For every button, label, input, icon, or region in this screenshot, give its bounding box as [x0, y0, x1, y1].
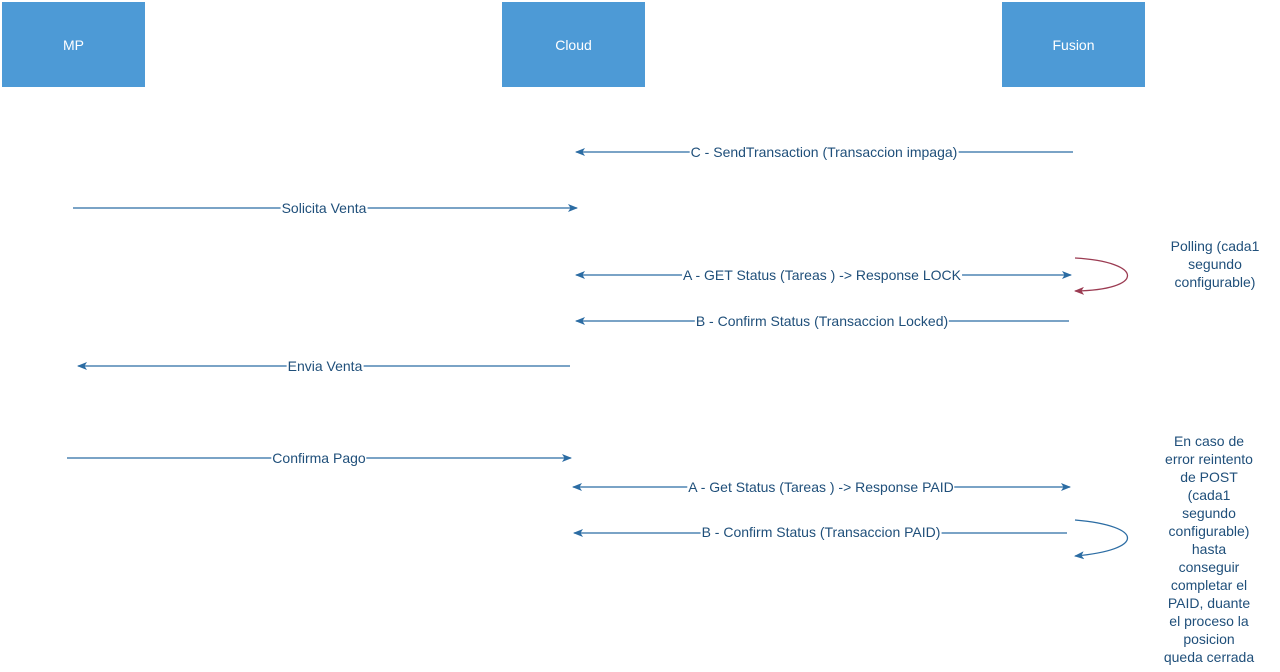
polling-loop-arrow: [1074, 257, 1128, 295]
retry-note-line: de POST: [1180, 469, 1238, 485]
retry-note-line: hasta: [1191, 541, 1227, 557]
message-confirma-pago: Confirma Pago: [271, 450, 367, 466]
retry-note-line: posicion: [1183, 631, 1235, 647]
retry-loop-arrow: [1074, 519, 1128, 560]
message-get-status-paid: A - Get Status (Tareas ) -> Response PAI…: [687, 479, 955, 495]
retry-note-line: el proceso la: [1169, 613, 1249, 629]
retry-note: En caso de error reintento de POST (cada…: [1147, 432, 1271, 666]
polling-note-line: Polling (cada1: [1170, 238, 1260, 254]
message-envia-venta: Envia Venta: [286, 358, 364, 374]
lifeline-fusion: Fusion: [1002, 2, 1145, 87]
retry-note-line: queda cerrada: [1163, 649, 1255, 665]
lifeline-fusion-label: Fusion: [1052, 36, 1095, 53]
polling-note-line: segundo: [1188, 256, 1242, 272]
retry-note-line: (cada1: [1187, 487, 1231, 503]
message-send-transaction: C - SendTransaction (Transaccion impaga): [689, 144, 959, 160]
retry-note-line: error reintento: [1165, 451, 1253, 467]
retry-note-line: completar el: [1170, 577, 1248, 593]
message-get-status-lock: A - GET Status (Tareas ) -> Response LOC…: [682, 267, 962, 283]
retry-note-line: En caso de: [1173, 433, 1245, 449]
polling-note: Polling (cada1 segundo configurable): [1140, 237, 1280, 291]
retry-note-line: PAID, duante: [1167, 595, 1251, 611]
lifeline-mp-label: MP: [63, 36, 84, 53]
lifeline-mp: MP: [2, 2, 145, 87]
lifeline-cloud-label: Cloud: [555, 36, 592, 53]
retry-note-line: conseguir: [1178, 559, 1240, 575]
retry-note-line: configurable): [1168, 523, 1250, 539]
message-confirm-paid: B - Confirm Status (Transaccion PAID): [700, 524, 942, 540]
message-confirm-locked: B - Confirm Status (Transaccion Locked): [694, 313, 950, 329]
polling-note-line: configurable): [1174, 274, 1256, 290]
lifeline-cloud: Cloud: [502, 2, 645, 87]
message-solicita-venta: Solicita Venta: [280, 200, 368, 216]
retry-note-line: segundo: [1182, 505, 1236, 521]
